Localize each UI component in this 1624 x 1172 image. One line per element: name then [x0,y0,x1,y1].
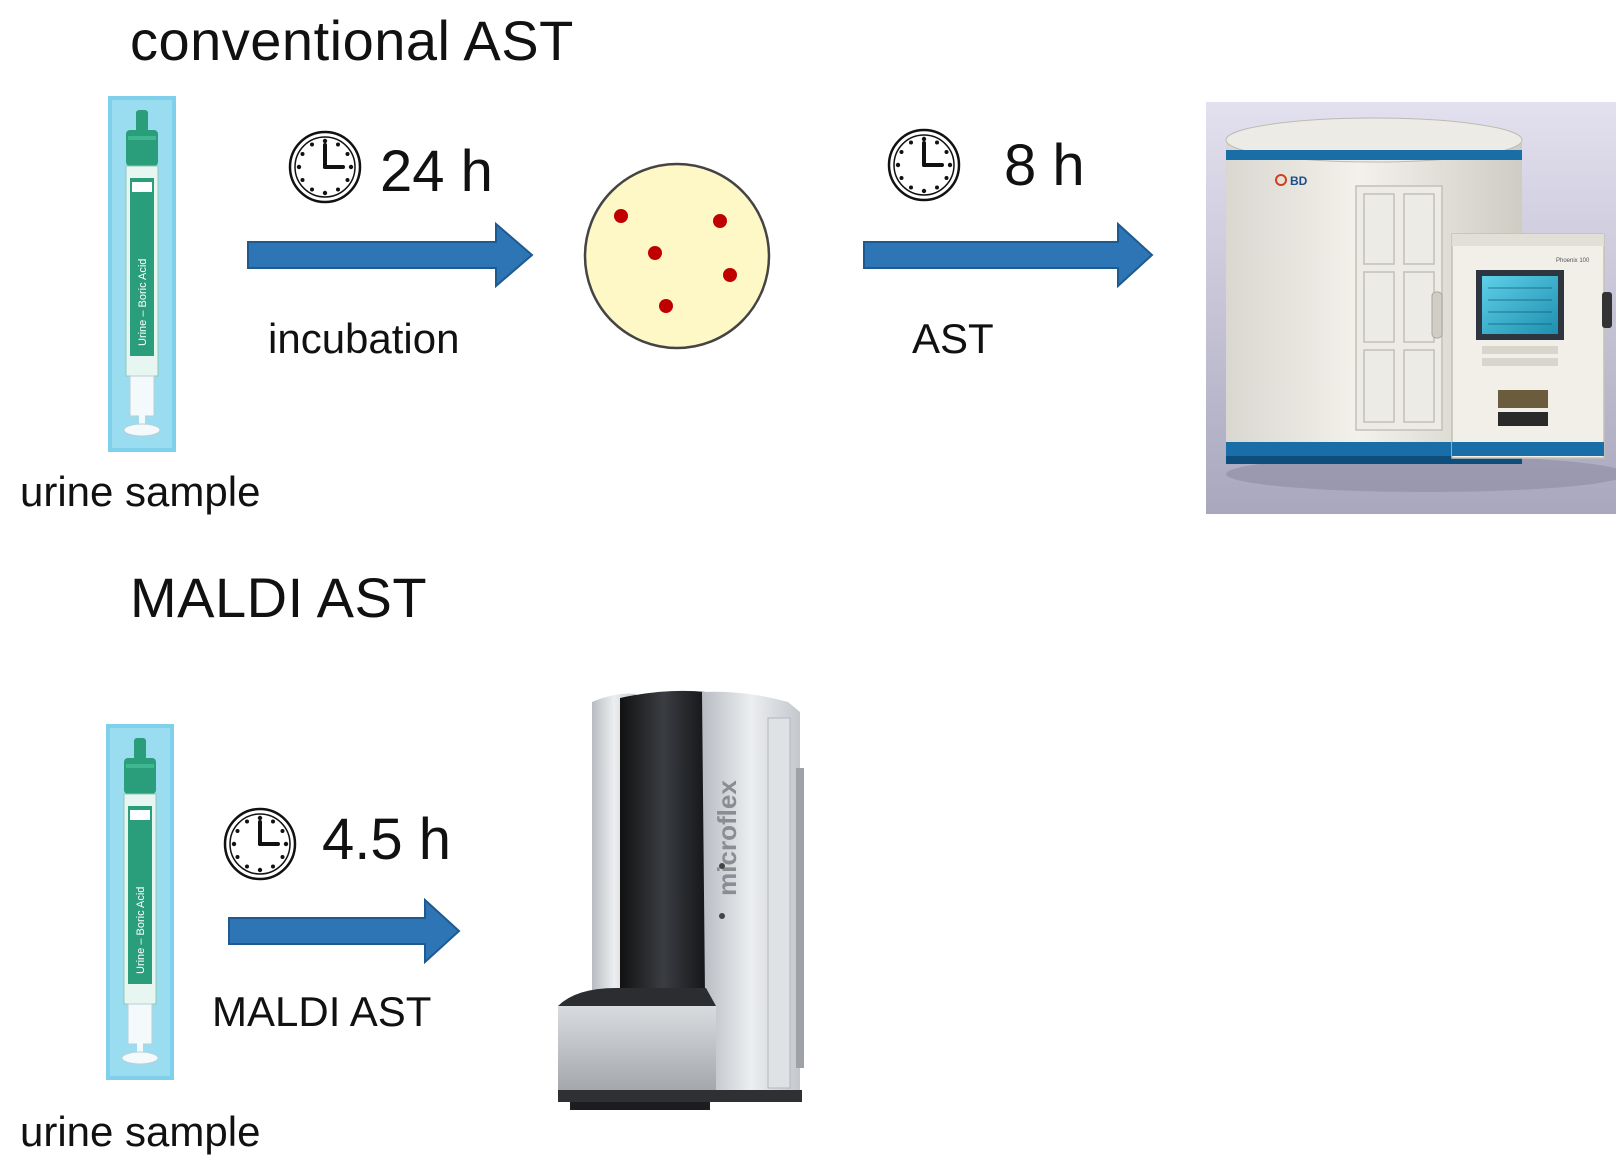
right-arrow-icon [246,222,536,288]
conventional-step2-label: AST [912,315,994,362]
svg-text:microflex: microflex [712,780,742,896]
svg-text:Urine – Boric Acid: Urine – Boric Acid [137,259,149,346]
conventional-step1-time: 24 h [380,139,493,204]
phoenix-analyzer-icon: BD Phoenix 100 [1206,102,1616,514]
svg-text:Urine – Boric Acid: Urine – Boric Acid [135,887,147,974]
svg-text:Phoenix 100: Phoenix 100 [1556,258,1590,264]
maldi-heading: MALDI AST [130,566,428,629]
agar-plate-icon [582,161,772,351]
maldi-step1-time: 4.5 h [322,807,451,872]
right-arrow-icon [227,898,463,964]
maldi-spectrometer-icon: microflex [556,688,846,1134]
clock-icon [886,127,962,203]
urine-tube-icon: Urine – Boric Acid [106,724,174,1080]
svg-text:BD: BD [1290,174,1308,188]
urine-tube-icon: Urine – Boric Acid [108,96,176,452]
clock-icon [222,806,298,882]
conventional-heading: conventional AST [130,9,574,72]
clock-icon [287,129,363,205]
maldi-step1-label: MALDI AST [212,988,432,1035]
conventional-step2-time: 8 h [1004,133,1085,198]
right-arrow-icon [862,222,1156,288]
maldi-sample-label: urine sample [20,1108,261,1155]
conventional-sample-label: urine sample [20,468,261,515]
conventional-step1-label: incubation [268,315,460,362]
